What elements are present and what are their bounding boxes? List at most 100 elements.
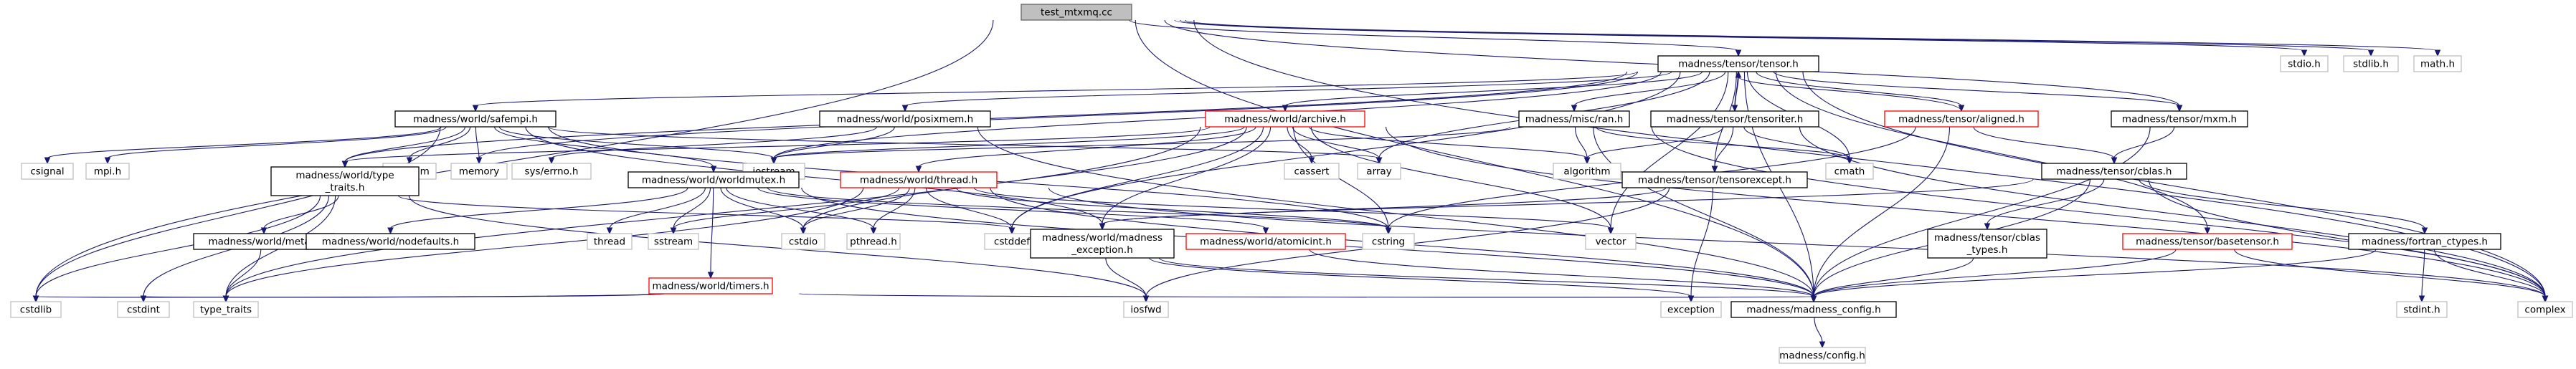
edge-arrowhead <box>2176 105 2183 112</box>
node-label: cstring <box>1372 236 1405 248</box>
node-atomicint[interactable]: madness/world/atomicint.h <box>1185 233 1346 250</box>
node-aligned[interactable]: madness/tensor/aligned.h <box>1884 110 2039 128</box>
edge-mxm-to-cblas <box>2113 126 2175 159</box>
node-basetensor[interactable]: madness/tensor/basetensor.h <box>2122 233 2293 250</box>
edge-arrowhead <box>140 295 147 303</box>
node-nodefaults[interactable]: madness/world/nodefaults.h <box>306 233 475 250</box>
node-meta[interactable]: madness/world/meta.h <box>193 233 335 250</box>
node-cstdio: cstdio <box>781 233 825 250</box>
node-mxm[interactable]: madness/tensor/mxm.h <box>2111 110 2248 128</box>
edge-thread-to-cstring <box>955 187 1389 229</box>
edge-worldmutex-to-cstring <box>767 187 1389 229</box>
node-madexc[interactable]: madness/world/madness_exception.h <box>1030 229 1175 259</box>
edge-arrowhead <box>770 157 777 165</box>
node-posixmem[interactable]: madness/world/posixmem.h <box>819 110 991 128</box>
node-label: madness/tensor/cblas.h <box>2057 166 2172 178</box>
edge-worldmutex-to-cstdio <box>720 187 804 229</box>
node-madconfig_h[interactable]: madness/madness_config.h <box>1730 301 1897 318</box>
node-box <box>1021 4 1132 21</box>
node-worldmutex[interactable]: madness/world/worldmutex.h <box>628 171 800 188</box>
node-mpih: mpi.h <box>85 163 130 180</box>
node-cblas[interactable]: madness/tensor/cblas.h <box>2041 163 2187 180</box>
node-label: madness/fortran_ctypes.h <box>2362 236 2488 248</box>
node-box <box>846 233 901 250</box>
edge-arrowhead <box>800 227 807 235</box>
edge-arrowhead <box>2301 49 2308 57</box>
node-exception: exception <box>1660 301 1722 318</box>
node-label: vector <box>1596 236 1626 248</box>
edge-worldmutex-to-thread_std <box>609 187 706 229</box>
node-box <box>10 301 62 318</box>
edge-safempi-to-memory <box>475 126 480 159</box>
edge-archive-to-complex <box>1386 126 2546 297</box>
node-box <box>1518 110 1630 128</box>
edge-posixmem-to-syserrno <box>551 126 878 159</box>
edge-thread-to-sstream <box>673 187 900 229</box>
edge-aligned-to-cblas <box>1973 126 2115 159</box>
edge-archive-to-thread <box>918 126 1256 168</box>
node-label: madness/tensor/mxm.h <box>2122 114 2237 125</box>
node-cassert: cassert <box>1284 163 1340 180</box>
node-box <box>1779 347 1866 364</box>
edge-tensoriter-to-tensorexcept <box>1714 126 1734 168</box>
edge-arrowhead <box>1385 227 1392 235</box>
edge-safempi-to-iostream <box>498 126 775 159</box>
edge-posixmem-to-madconfig_h <box>977 126 1814 297</box>
node-label: stdint.h <box>2403 305 2440 316</box>
node-tensorexcept[interactable]: madness/tensor/tensorexcept.h <box>1621 171 1808 188</box>
node-fortran[interactable]: madness/fortran_ctypes.h <box>2348 233 2501 250</box>
edge-arrowhead <box>387 227 394 235</box>
node-box <box>648 277 773 294</box>
edge-root-to-tensor <box>1129 19 1739 52</box>
node-sstream: sstream <box>648 233 699 250</box>
edge-safempi-to-mpih <box>107 126 447 159</box>
node-pthread: pthread.h <box>846 233 901 250</box>
edge-madconfig_h-to-config <box>1814 317 1823 343</box>
edge-worldmutex-to-atomicint <box>757 187 1266 229</box>
node-label: madness/world/archive.h <box>1224 114 1346 125</box>
node-label: complex <box>2524 305 2565 316</box>
edge-arrowhead <box>1958 105 1965 112</box>
edge-timers-to-madconfig_h <box>798 293 1814 298</box>
edge-cblas-to-complex <box>2148 178 2546 297</box>
node-box <box>1927 229 2047 259</box>
node-label: iosfwd <box>1130 305 1161 316</box>
edge-root-to-math <box>1185 19 2438 52</box>
node-label: pthread.h <box>850 236 897 248</box>
node-archive[interactable]: madness/world/archive.h <box>1205 110 1365 128</box>
node-tensoriter[interactable]: madness/tensor/tensoriter.h <box>1650 110 1819 128</box>
node-box <box>1660 301 1722 318</box>
node-ran[interactable]: madness/misc/ran.h <box>1518 110 1630 128</box>
node-typetraits_h[interactable]: madness/world/type_traits.h <box>270 166 420 196</box>
node-iosfwd: iosfwd <box>1123 301 1169 318</box>
node-complex: complex <box>2517 301 2573 318</box>
node-box <box>819 110 991 128</box>
edge-archive-to-vector <box>1310 126 1611 229</box>
node-cblastypes[interactable]: madness/tensor/cblas_types.h <box>1927 229 2047 259</box>
edge-arrowhead <box>2367 49 2374 57</box>
edge-worldmutex-to-sstream <box>673 187 711 229</box>
edge-root-to-stdio <box>1174 19 2305 52</box>
node-label: madness/tensor/basetensor.h <box>2136 236 2279 248</box>
node-thread[interactable]: madness/world/thread.h <box>840 171 998 188</box>
node-box <box>1825 163 1874 180</box>
edge-tensor-to-complex <box>1802 71 2546 297</box>
edge-archive-to-typetraits_h <box>344 126 1211 163</box>
node-label: type_traits <box>200 305 252 316</box>
node-label: cstddef <box>994 236 1031 248</box>
edge-arrowhead <box>1262 227 1269 235</box>
edge-archive-to-array <box>1292 126 1380 159</box>
node-label: madness/world/atomicint.h <box>1200 236 1332 248</box>
node-label: madness/tensor/cblas <box>1934 232 2040 244</box>
edge-arrowhead <box>707 272 714 279</box>
node-box <box>511 163 592 180</box>
node-tensor[interactable]: madness/tensor/tensor.h <box>1657 55 1819 72</box>
node-timers[interactable]: madness/world/timers.h <box>648 277 773 294</box>
node-array: array <box>1357 163 1401 180</box>
node-box <box>1123 301 1169 318</box>
node-safempi[interactable]: madness/world/safempi.h <box>394 110 557 128</box>
edge-tensor-to-aligned <box>1756 71 1962 107</box>
node-box <box>648 233 699 250</box>
node-cstdlib: cstdlib <box>10 301 62 318</box>
edge-arrowhead <box>1571 105 1578 112</box>
